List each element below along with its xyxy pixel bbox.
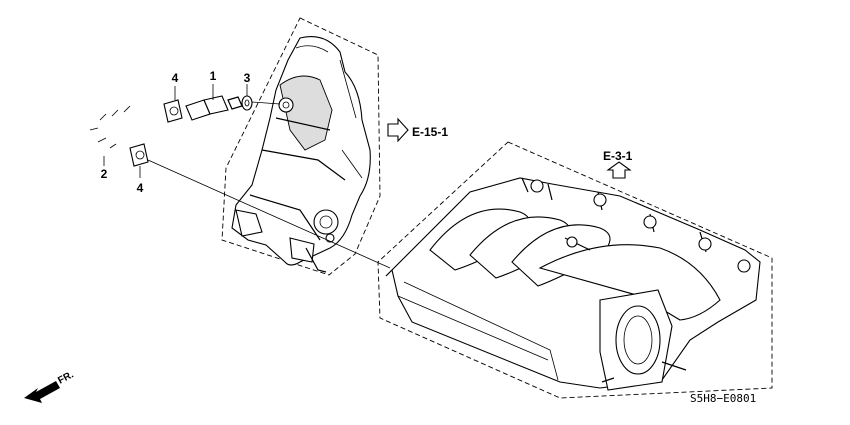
callout-part-4-bottom: 4 (137, 181, 144, 195)
intake-manifold (385, 177, 761, 391)
manifold-assembly-boundary (377, 141, 773, 399)
assembly-guide-line-lower (147, 159, 391, 269)
bracket-cover (231, 36, 371, 273)
hose-clamp-top (163, 99, 183, 123)
reference-label-bracket: E-15-1 (412, 125, 448, 139)
front-direction-label: FR. (56, 369, 76, 386)
assembly-guide-line (251, 101, 281, 105)
reference-arrow-bracket: E-15-1 (387, 117, 448, 143)
reference-label-manifold: E-3-1 (603, 149, 633, 163)
callout-part-1: 1 (210, 69, 217, 83)
o-ring-washer (241, 95, 253, 111)
bracket-assembly-boundary (221, 17, 381, 276)
callout-part-3: 3 (244, 71, 251, 85)
reference-arrow-manifold: E-3-1 (603, 149, 633, 179)
callout-part-4-top: 4 (172, 71, 179, 85)
hose-clamp-bottom (129, 143, 149, 167)
diagram-code: S5H8−E0801 (690, 392, 756, 405)
pcv-hose (86, 104, 159, 158)
front-direction-arrow: FR. (24, 369, 76, 403)
pcv-valve (185, 95, 243, 121)
callout-part-2: 2 (101, 167, 108, 181)
